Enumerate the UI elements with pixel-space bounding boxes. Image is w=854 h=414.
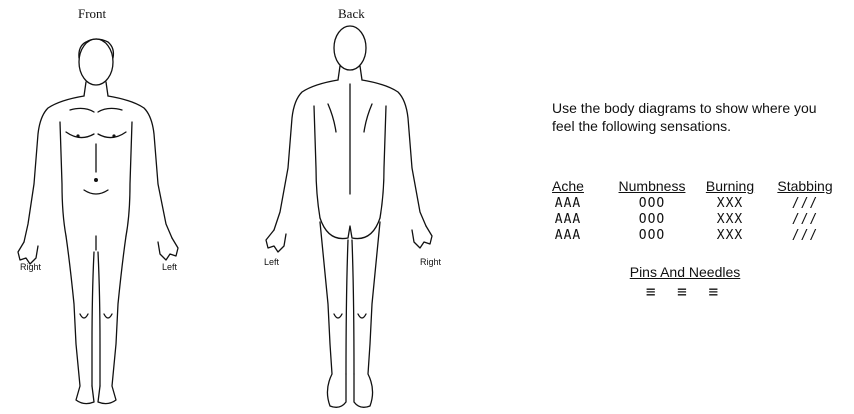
legend-column-burning: Burning XXX XXX XXX xyxy=(700,176,760,244)
legend-symbol: ≡ ≡ ≡ xyxy=(610,282,760,301)
legend-symbol: OOO xyxy=(612,212,692,228)
legend-header: Stabbing xyxy=(770,176,840,196)
front-body-outline xyxy=(0,14,240,414)
legend-symbol: /// xyxy=(770,212,840,228)
instructions-text: Use the body diagrams to show where you … xyxy=(552,99,852,135)
legend-symbol: AAA xyxy=(546,212,590,228)
legend-symbol: AAA xyxy=(546,196,590,212)
legend-symbol: /// xyxy=(770,228,840,244)
legend-pins-and-needles: Pins And Needles ≡ ≡ ≡ xyxy=(610,262,760,301)
legend-header: Numbness xyxy=(612,176,692,196)
legend-header: Ache xyxy=(546,176,590,196)
legend-symbol: XXX xyxy=(700,212,760,228)
legend-column-ache: Ache AAA AAA AAA xyxy=(546,176,590,244)
legend-symbol: OOO xyxy=(612,228,692,244)
legend-symbol: AAA xyxy=(546,228,590,244)
back-body-outline xyxy=(236,14,476,414)
legend-symbol: XXX xyxy=(700,228,760,244)
legend-header: Pins And Needles xyxy=(610,262,760,282)
legend-column-stabbing: Stabbing /// /// /// xyxy=(770,176,840,244)
legend-header: Burning xyxy=(700,176,760,196)
back-left-label: Left xyxy=(264,257,279,267)
legend-column-numbness: Numbness OOO OOO OOO xyxy=(612,176,692,244)
back-right-label: Right xyxy=(420,257,441,267)
legend-symbol: OOO xyxy=(612,196,692,212)
legend-symbol: /// xyxy=(770,196,840,212)
front-left-label: Left xyxy=(162,262,177,272)
legend-symbol: XXX xyxy=(700,196,760,212)
front-right-label: Right xyxy=(20,262,41,272)
